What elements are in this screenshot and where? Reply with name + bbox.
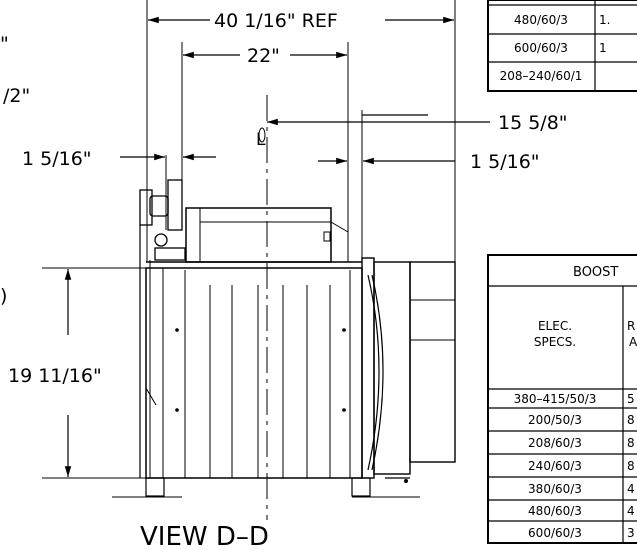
offset-15-label: 15 5/8" — [498, 112, 568, 134]
top-table-spec-3: 208–240/60/1 — [500, 69, 583, 83]
booster-col1-line1: ELEC. — [538, 319, 572, 333]
view-label: VIEW D–D — [140, 522, 269, 550]
top-table-val-2: 1 — [599, 41, 607, 55]
booster-col1-line2: SPECS. — [534, 335, 576, 349]
booster-spec-4: 240/60/3 — [528, 459, 582, 473]
top-table-val-1: 1. — [599, 13, 610, 27]
edge-half-text: /2" — [3, 85, 30, 107]
booster-spec-1: 380–415/50/3 — [514, 392, 597, 406]
ref-width-label: 40 1/16" REF — [214, 10, 338, 32]
booster-spec-3: 208/60/3 — [528, 436, 582, 450]
booster-spec-2: 200/50/3 — [528, 413, 582, 427]
booster-spec-5: 380/60/3 — [528, 482, 582, 496]
booster-val-5: 4 — [627, 482, 635, 496]
booster-spec-table: BOOST ELEC. SPECS. R A 380–415/50/3 5 20… — [487, 254, 637, 544]
dimension-right-1-5-16: 1 5/16" — [318, 110, 540, 262]
booster-val-2: 8 — [627, 413, 635, 427]
left-1516-label: 1 5/16" — [22, 148, 92, 170]
booster-col2-line2: A — [629, 335, 637, 349]
top-table-spec-1: 480/60/3 — [514, 13, 568, 27]
dimension-height-19: 19 11/16" — [8, 267, 148, 479]
centerline-symbol: L — [256, 130, 266, 150]
top-table-spec-2: 600/60/3 — [514, 41, 568, 55]
booster-title: BOOST — [573, 265, 618, 280]
booster-spec-6: 480/60/3 — [528, 504, 582, 518]
top-spec-table: 480/60/3 1. 600/60/3 1 208–240/60/1 — [487, 0, 637, 92]
width-22-label: 22" — [247, 45, 280, 67]
edge-paren-text: ) — [0, 285, 7, 307]
dimension-ref-width: 40 1/16" REF — [146, 0, 456, 262]
centerline: L — [256, 95, 268, 520]
booster-val-1: 5 — [627, 392, 635, 406]
booster-val-3: 8 — [627, 436, 635, 450]
dimension-22: 22" — [181, 42, 349, 262]
booster-spec-7: 600/60/3 — [528, 526, 582, 540]
edge-quote-text: " — [0, 33, 9, 55]
booster-val-4: 8 — [627, 459, 635, 473]
booster-val-7: 3 — [627, 526, 635, 540]
machine-body — [112, 179, 456, 498]
right-1516-label: 1 5/16" — [470, 151, 540, 173]
dimension-left-1-5-16: 1 5/16" — [22, 148, 216, 230]
booster-val-6: 4 — [627, 504, 635, 518]
dimension-15-5-8: 15 5/8" — [267, 112, 568, 134]
booster-col2-line1: R — [627, 319, 635, 333]
height-19-label: 19 11/16" — [8, 365, 102, 387]
